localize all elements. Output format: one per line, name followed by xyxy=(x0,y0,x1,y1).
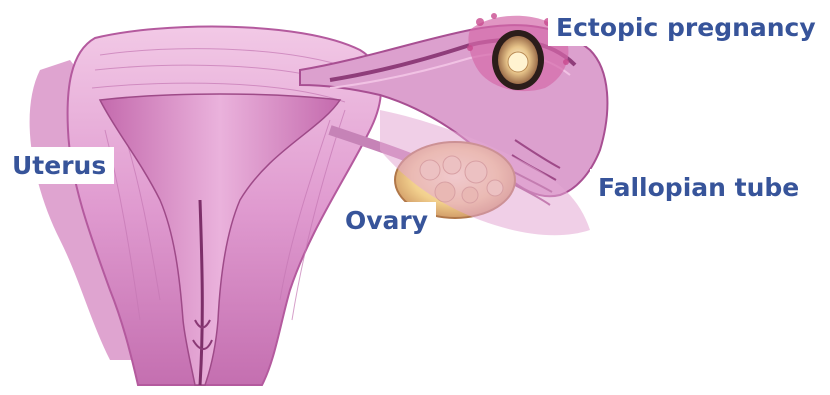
label-ovary: Ovary xyxy=(337,202,436,239)
label-ectopic-pregnancy: Ectopic pregnancy xyxy=(548,9,824,46)
label-uterus: Uterus xyxy=(4,147,114,184)
label-fallopian-tube: Fallopian tube xyxy=(590,169,807,206)
